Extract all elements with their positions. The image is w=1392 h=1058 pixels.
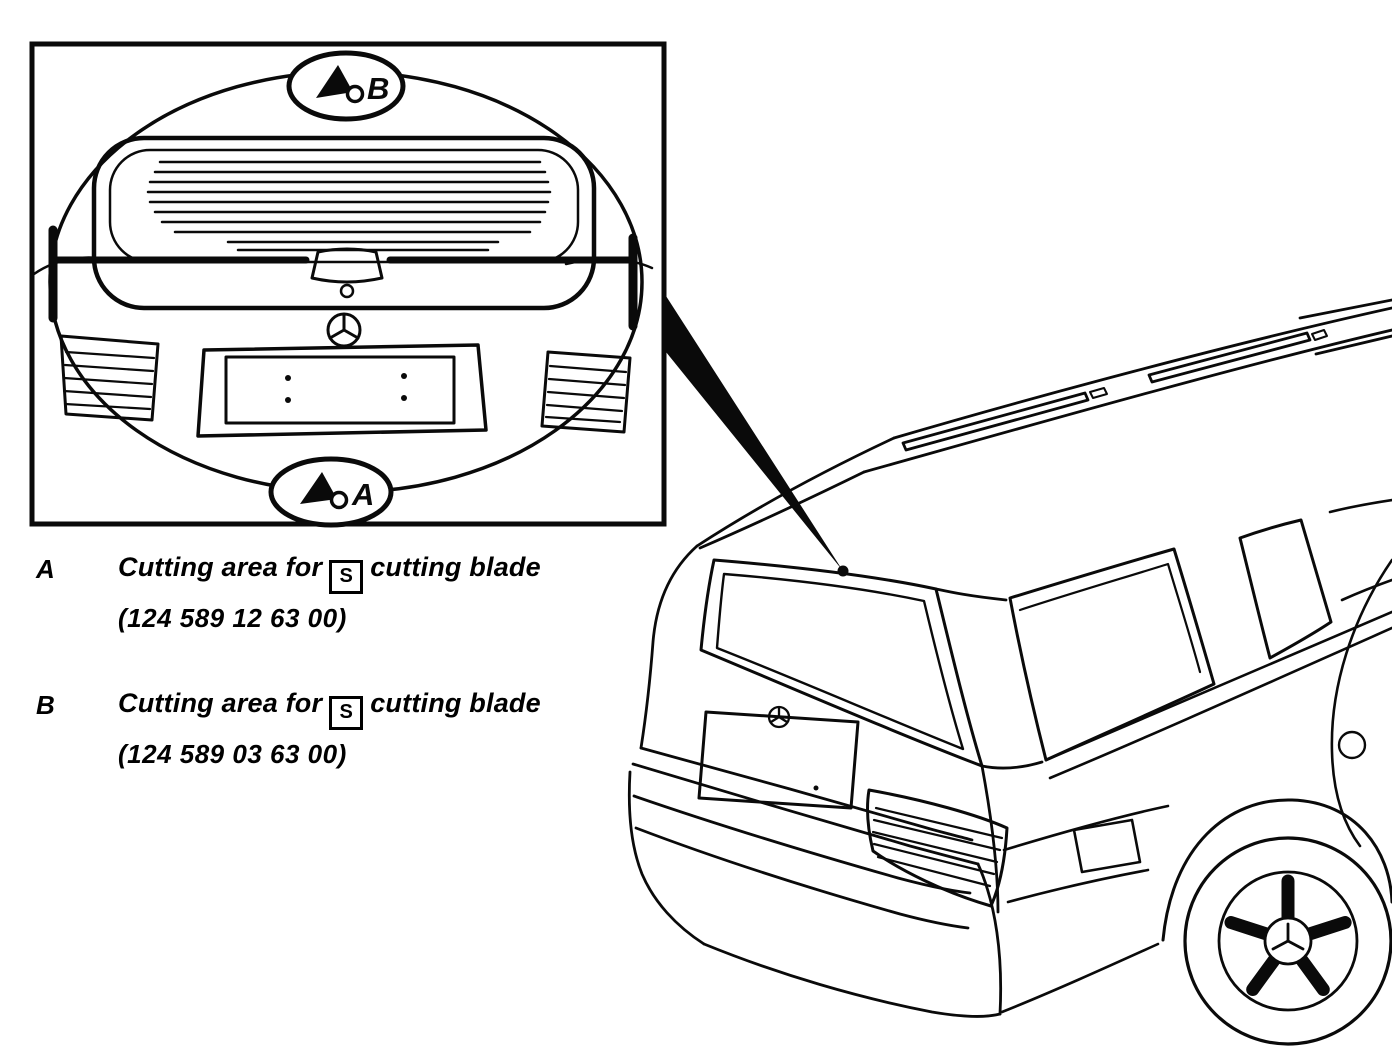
wagon-tail-light [866, 788, 1009, 908]
annotation-a-text-before: Cutting area for [118, 552, 323, 582]
license-plate [196, 343, 488, 438]
blade-icon-a [300, 472, 349, 510]
wagon-body-lines [1000, 558, 1392, 1014]
wheel-spokes [1224, 874, 1352, 996]
callout-a-label: A [351, 477, 374, 512]
wagon-side-windows [1008, 498, 1392, 762]
wagon-roof [695, 298, 1392, 550]
body-badge [1072, 818, 1142, 874]
wheel-hub-star [1271, 922, 1305, 951]
cutting-tool-icon-a: S [329, 559, 364, 594]
annotation-a-key: A [36, 554, 55, 584]
wagon-tailgate [639, 544, 1044, 914]
callout-a: A [268, 456, 394, 528]
inset-detail-box: B A [29, 41, 667, 528]
annotation-b-text-after: cutting blade [370, 688, 541, 718]
annotation-a-text-after: cutting blade [370, 552, 541, 582]
brand-star-emblem [326, 312, 362, 348]
callout-b-label: B [367, 71, 389, 106]
cutting-tool-icon-b: S [329, 695, 364, 730]
wagon-drawing [627, 298, 1392, 1046]
cut-line [32, 225, 654, 331]
annotation-b-part-number: (124 589 03 63 00) [118, 738, 347, 769]
tail-light-left [59, 334, 160, 422]
wagon-license-plate [697, 710, 860, 810]
cutting-tool-icon-a-glyph: S [339, 565, 353, 587]
fuel-cap [1337, 730, 1367, 760]
rear-window [91, 135, 597, 311]
tail-light-right [540, 350, 632, 434]
cutting-tool-icon-b-glyph: S [339, 701, 353, 723]
leader-wedge [666, 296, 849, 577]
wiper-base [310, 247, 384, 299]
wagon-star-emblem [767, 705, 791, 729]
annotation-b-text-before: Cutting area for [118, 688, 323, 718]
wagon-rear-wheel [1161, 798, 1392, 1046]
defroster-lines [146, 160, 552, 252]
annotation-b-key: B [36, 690, 55, 720]
annotation-a-part-number: (124 589 12 63 00) [118, 602, 347, 633]
blade-icon-b [316, 65, 365, 104]
callout-b: B [286, 50, 406, 122]
